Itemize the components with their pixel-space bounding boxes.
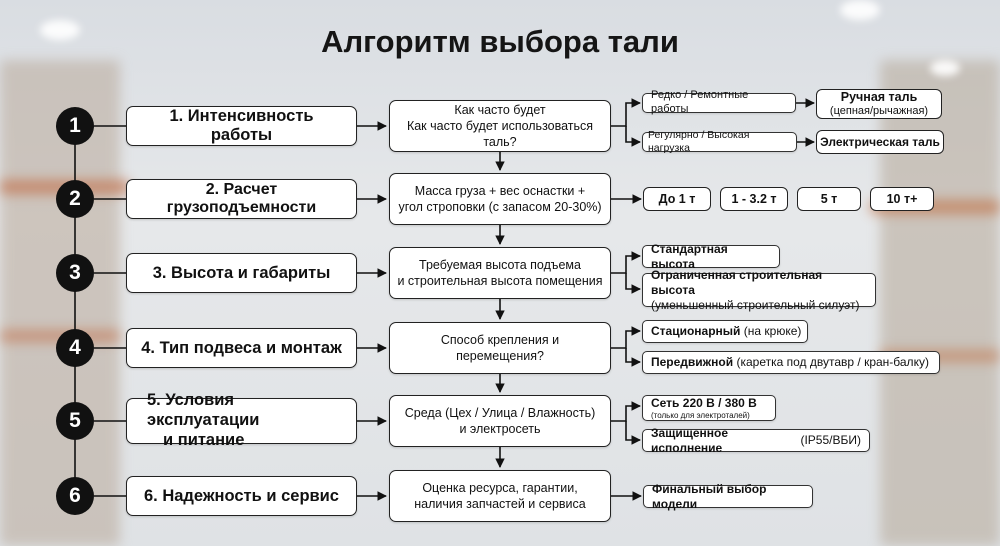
question-box: Требуемая высота подъема и строительная в… (389, 247, 611, 299)
option-power-network: Сеть 220 В / 380 В (только для электрота… (642, 395, 776, 421)
branch (625, 421, 641, 445)
capacity-label: До 1 т (658, 191, 696, 206)
capacity-option: 10 т+ (870, 187, 934, 211)
option-rare: Редко / Ремонтные работы (642, 89, 796, 115)
option-label-rest: (IP55/ВБИ) (797, 433, 861, 447)
branch (625, 348, 641, 367)
option-label: Регулярно / Высокая нагрузка (648, 128, 750, 154)
step-number: 3 (56, 254, 94, 292)
branch (611, 98, 641, 127)
page-title: Алгоритм выбора тали (321, 24, 679, 59)
branch (611, 251, 641, 274)
step-box-conditions: 5. Условия эксплуатации и питание (126, 391, 357, 449)
capacity-label: 5 т (820, 191, 838, 206)
branch (611, 326, 641, 349)
step-label: 4. Тип подвеса и монтаж (141, 338, 342, 357)
question-box: Среда (Цех / Улица / Влажность) и электро… (389, 395, 611, 447)
step-box-height: 3. Высота и габариты (126, 253, 357, 293)
option-stationary: Стационарный (на крюке) (642, 320, 808, 343)
background-light (840, 0, 880, 20)
result-label: Финальный выбор модели (652, 481, 767, 511)
step-number: 6 (56, 477, 94, 515)
option-label-bold: Передвижной (651, 355, 734, 369)
step-label: 3. Высота и габариты (152, 263, 331, 282)
step-box-intensity: 1. Интенсивность работы (126, 106, 357, 146)
question-line: наличия запчастей и сервиса (414, 497, 586, 511)
step-box-capacity: 2. Расчет грузоподъемности (126, 179, 357, 219)
option-label: Стандартная высота (651, 241, 728, 271)
question-line: Способ крепления и перемещения? (440, 332, 560, 363)
question-box: Оценка ресурса, гарантии, наличия запчаст… (389, 470, 611, 522)
question-line: Как часто будет (454, 102, 546, 117)
branch (625, 126, 641, 147)
question-line: и электросеть (459, 422, 541, 436)
question-box: Способ крепления и перемещения? (389, 322, 611, 374)
question-line: Как часто будет использоваться таль? (406, 118, 594, 150)
question-box: Масса груза + вес оснастки + угол стропов… (389, 173, 611, 225)
step-label: 1. Интенсивность работы (169, 107, 314, 144)
option-sublabel: (уменьшенный строительный силуэт) (651, 297, 860, 312)
capacity-label: 10 т+ (886, 191, 918, 206)
step-label-line1: 5. Условия эксплуатации (147, 391, 260, 430)
background-light (40, 20, 80, 40)
option-label-bold: Стационарный (651, 324, 741, 338)
option-protected: Защищенное исполнение (IP55/ВБИ) (642, 426, 870, 455)
result-manual-hoist: Ручная таль (цепная/рычажная) (816, 89, 942, 119)
result-final-choice: Финальный выбор модели (643, 482, 813, 511)
step-label: 6. Надежность и сервис (143, 486, 339, 505)
option-label: Сеть 220 В / 380 В (651, 395, 757, 410)
step-number: 4 (56, 329, 94, 367)
result-title: Ручная таль (840, 89, 918, 104)
capacity-option: 5 т (797, 187, 861, 211)
step-number: 1 (56, 107, 94, 145)
step-label-line2: и питание (163, 430, 245, 449)
capacity-option: До 1 т (643, 187, 711, 211)
branch (611, 401, 641, 422)
question-line: угол строповки (с запасом 20-30%) (398, 200, 602, 214)
question-line: Масса груза + вес оснастки + (414, 183, 586, 198)
branch (625, 273, 641, 294)
option-label-rest: (каретка под двутавр / кран-балку) (733, 355, 929, 369)
capacity-option: 1 - 3.2 т (720, 187, 788, 211)
step-box-mounting: 4. Тип подвеса и монтаж (126, 328, 357, 368)
result-subtitle: (цепная/рычажная) (829, 104, 929, 117)
step-label: 2. Расчет грузоподъемности (166, 181, 317, 216)
option-label-bold: Защищенное исполнение (651, 425, 728, 455)
option-regular: Регулярно / Высокая нагрузка (642, 128, 797, 154)
question-line: Среда (Цех / Улица / Влажность) (404, 405, 596, 420)
option-label: Ограниченная строительная высота (651, 267, 823, 297)
question-line: и строительная высота помещения (397, 274, 603, 288)
option-limited-height: Ограниченная строительная высота (уменьш… (642, 268, 876, 312)
result-title: Электрическая таль (820, 134, 940, 149)
option-label-rest: (на крюке) (740, 324, 802, 338)
step-number: 5 (56, 402, 94, 440)
option-mobile: Передвижной (каретка под двутавр / кран-… (642, 351, 940, 374)
background-light (930, 60, 960, 76)
question-line: Оценка ресурса, гарантии, (422, 480, 578, 495)
capacity-label: 1 - 3.2 т (731, 191, 777, 206)
step-number: 2 (56, 180, 94, 218)
option-sublabel: (только для электроталей) (651, 410, 750, 420)
background-shelf (0, 60, 120, 546)
step-box-reliability: 6. Надежность и сервис (126, 476, 357, 516)
option-standard-height: Стандартная высота (642, 242, 780, 271)
question-line: Требуемая высота подъема (419, 257, 581, 272)
result-electric-hoist: Электрическая таль (816, 130, 944, 154)
option-label: Редко / Ремонтные работы (651, 89, 749, 115)
